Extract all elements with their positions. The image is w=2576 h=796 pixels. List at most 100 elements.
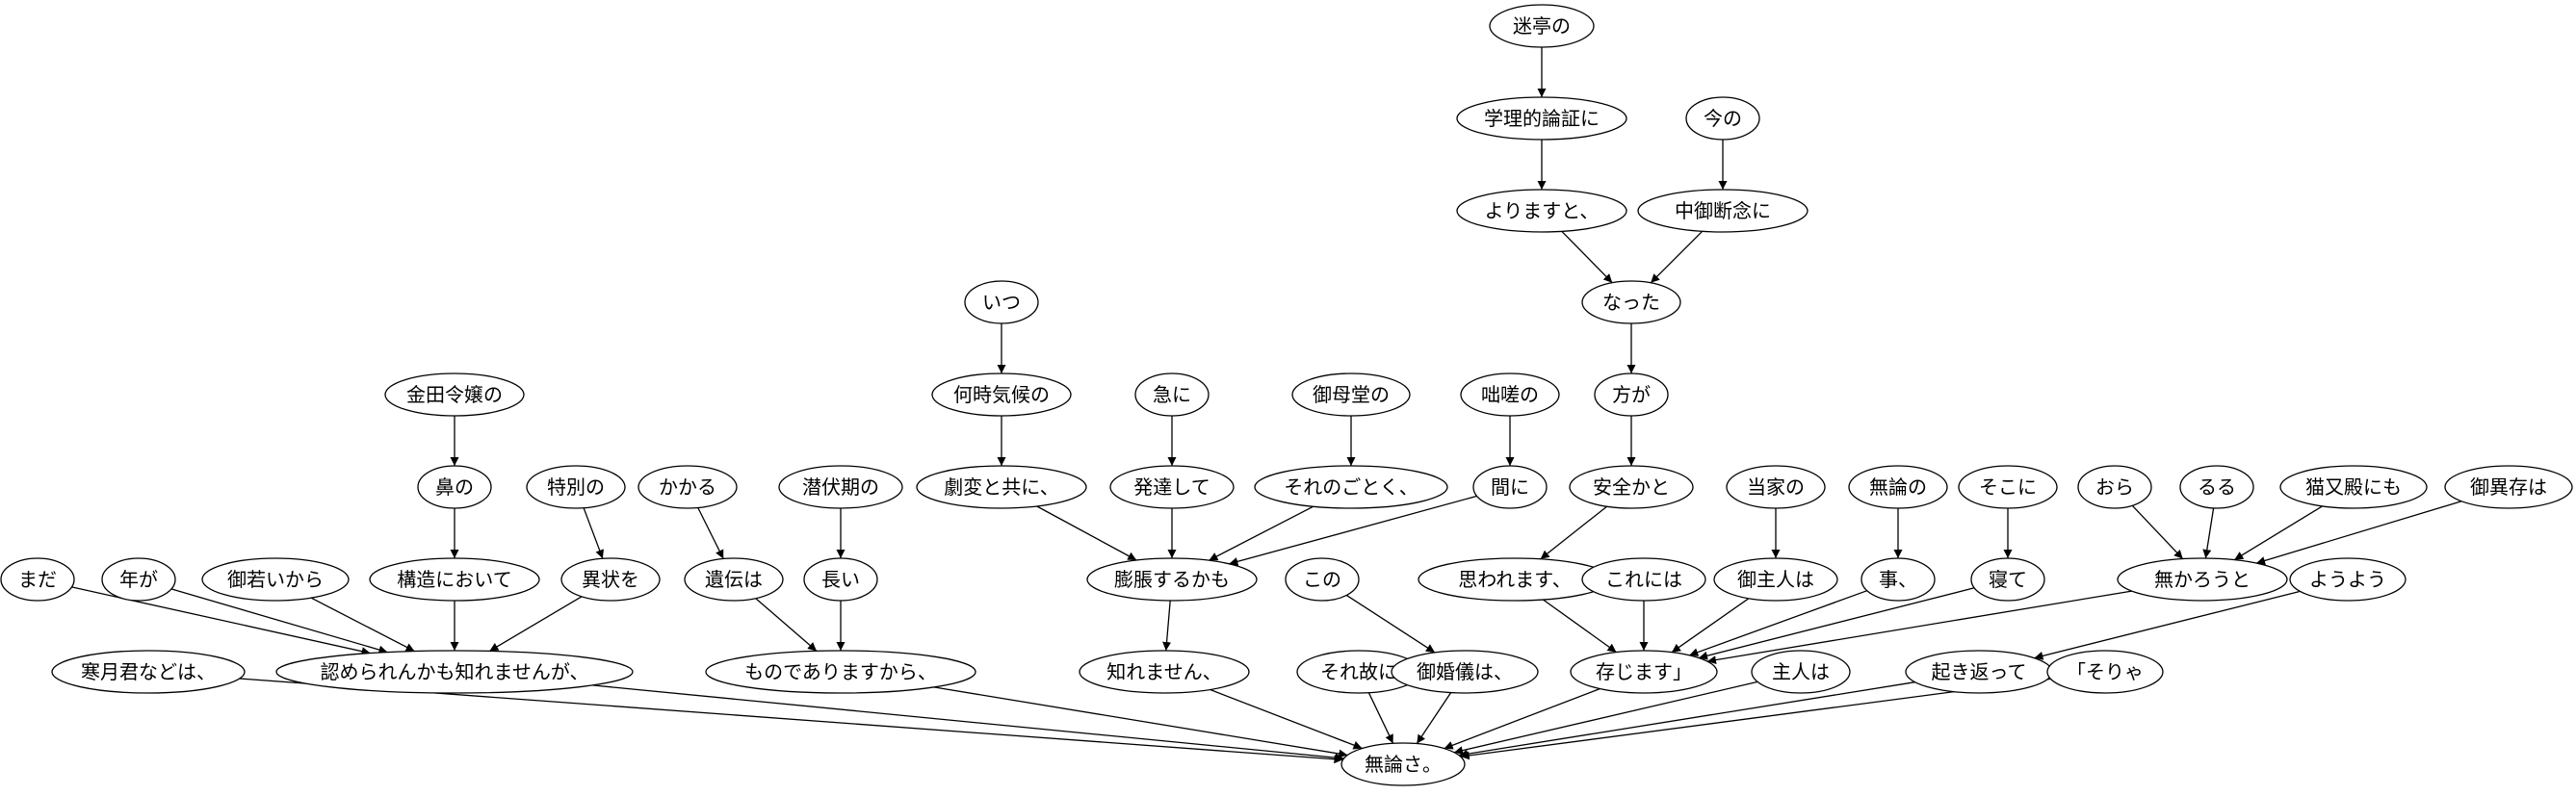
node-n47: 認められんかも知れませんが、 xyxy=(275,650,634,694)
node-ellipse xyxy=(101,557,176,602)
edge-n49-n56 xyxy=(1210,688,1363,750)
node-n54: 起き返って xyxy=(1905,650,2053,694)
node-ellipse xyxy=(0,557,75,602)
node-label: 安全かと xyxy=(1593,475,1670,499)
node-label: なった xyxy=(1602,291,1660,314)
node-n45: ようよう xyxy=(2289,557,2407,602)
node-ellipse xyxy=(1569,465,1694,509)
node-label: 特別の xyxy=(547,475,605,499)
node-label: 発達して xyxy=(1133,475,1210,499)
node-label: そこに xyxy=(1979,475,2037,499)
node-label: 今の xyxy=(1704,107,1742,130)
node-label: 学理的論証に xyxy=(1484,107,1600,130)
node-label: それ故に xyxy=(1320,660,1397,683)
node-ellipse xyxy=(2279,465,2428,509)
node-n51: 御婚儀は、 xyxy=(1391,650,1539,694)
node-label: 当家の xyxy=(1747,475,1805,499)
node-label: 間に xyxy=(1491,475,1529,499)
edge-n16-n35 xyxy=(697,507,724,559)
node-n32: 御若いから xyxy=(201,557,350,602)
edge-n35-n48 xyxy=(755,598,818,652)
node-label: 御異存は xyxy=(2470,475,2547,499)
node-ellipse xyxy=(803,557,878,602)
edge-n5-n6 xyxy=(1650,230,1704,284)
node-ellipse xyxy=(964,280,1039,324)
node-n39: 思われます、 xyxy=(1418,557,1612,602)
edge-n54-n56 xyxy=(1458,681,1915,758)
node-ellipse xyxy=(1581,557,1706,602)
node-label: 迷亭の xyxy=(1513,14,1571,38)
node-n9: 何時気候の xyxy=(931,372,1072,417)
node-label: 「そりゃ xyxy=(2067,660,2144,683)
node-n50: それ故に xyxy=(1296,650,1421,694)
node-label: この xyxy=(1303,568,1341,591)
node-label: 異状を xyxy=(582,568,639,591)
node-label: 猫又殿にも xyxy=(2305,475,2402,499)
node-n24: 無論の xyxy=(1848,465,1948,509)
node-n2: 学理的論証に xyxy=(1456,96,1627,141)
node-ellipse xyxy=(916,465,1087,509)
edge-n38-n51 xyxy=(1345,594,1436,654)
node-n19: 発達して xyxy=(1109,465,1235,509)
node-label: ようよう xyxy=(2309,568,2386,591)
node-ellipse xyxy=(778,465,903,509)
node-n44: 無かろうと xyxy=(2117,557,2288,602)
node-n17: 潜伏期の xyxy=(778,465,903,509)
node-label: 認められんかも知れませんが、 xyxy=(321,660,589,683)
edge-n43-n52 xyxy=(1698,587,1975,660)
node-ellipse xyxy=(560,557,661,602)
node-ellipse xyxy=(526,465,626,509)
node-n4: よりますと、 xyxy=(1456,189,1627,233)
node-ellipse xyxy=(2444,465,2573,509)
node-label: 事、 xyxy=(1879,568,1917,591)
node-label: 御主人は xyxy=(1737,568,1814,591)
nodes-layer: 迷亭の学理的論証に今のよりますと、中御断念になったいつ金田令嬢の何時気候の急に御… xyxy=(0,4,2573,786)
node-ellipse xyxy=(1594,372,1669,417)
node-n43: 寝て xyxy=(1970,557,2045,602)
node-n26: おら xyxy=(2077,465,2152,509)
node-ellipse xyxy=(1860,557,1936,602)
node-n8: 金田令嬢の xyxy=(384,372,525,417)
node-label: それのごとく、 xyxy=(1284,475,1418,499)
node-label: 膨脹するかも xyxy=(1114,568,1230,591)
node-n27: るる xyxy=(2179,465,2254,509)
node-n56: 無論さ。 xyxy=(1340,742,1466,786)
edge-n26-n44 xyxy=(2131,504,2184,560)
edge-n41-n52 xyxy=(1671,598,1750,654)
node-label: おら xyxy=(2095,475,2134,499)
node-ellipse xyxy=(1254,465,1448,509)
edge-n32-n47 xyxy=(310,597,415,653)
node-label: かかる xyxy=(659,475,716,499)
node-label: 寝て xyxy=(1989,568,2027,591)
node-n11: 御母堂の xyxy=(1291,372,1411,417)
node-n36: 長い xyxy=(803,557,878,602)
node-label: 御婚儀は、 xyxy=(1417,660,1513,683)
edge-n29-n44 xyxy=(2255,501,2462,565)
node-n21: 間に xyxy=(1472,465,1548,509)
node-n35: 遺伝は xyxy=(684,557,784,602)
node-label: 無かろうと xyxy=(2154,568,2251,591)
node-label: 構造において xyxy=(397,568,511,591)
node-label: これには xyxy=(1605,568,1682,591)
node-label: 長い xyxy=(821,568,860,591)
node-label: ものでありますから、 xyxy=(744,660,937,683)
edge-n18-n37 xyxy=(1036,505,1137,561)
node-label: 存じます」 xyxy=(1596,660,1692,683)
node-n53: 主人は xyxy=(1751,650,1851,694)
node-n49: 知れません、 xyxy=(1079,650,1250,694)
node-ellipse xyxy=(1340,742,1466,786)
edge-n37-n49 xyxy=(1162,600,1172,652)
node-ellipse xyxy=(1134,372,1210,417)
node-ellipse xyxy=(637,465,738,509)
edge-n21-n37 xyxy=(1229,495,1477,566)
node-ellipse xyxy=(2117,557,2288,602)
node-label: 金田令嬢の xyxy=(406,383,503,406)
node-ellipse xyxy=(1726,465,1826,509)
node-ellipse xyxy=(1637,189,1808,233)
node-ellipse xyxy=(1079,650,1250,694)
edges-layer xyxy=(71,47,2462,764)
node-ellipse xyxy=(1472,465,1548,509)
node-n15: 特別の xyxy=(526,465,626,509)
node-ellipse xyxy=(1086,557,1258,602)
edge-n39-n52 xyxy=(1543,599,1617,654)
